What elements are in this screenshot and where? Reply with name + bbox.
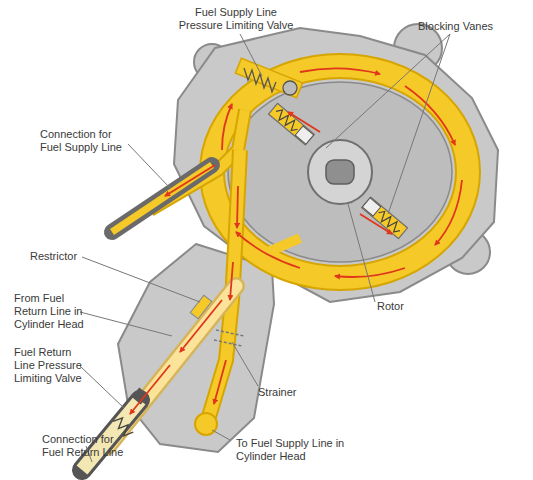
part-label: To Fuel Supply Line in Cylinder Head bbox=[236, 437, 356, 463]
supply-connection bbox=[112, 165, 212, 232]
strainer bbox=[214, 330, 244, 346]
blocking-vane bbox=[269, 103, 408, 238]
part-label: Restrictor bbox=[30, 250, 110, 263]
flow-arrow bbox=[130, 68, 462, 414]
rotor bbox=[308, 140, 372, 204]
part-label: Fuel Return Line Pressure Limiting Valve bbox=[14, 346, 92, 385]
part-label: Fuel Supply Line Pressure Limiting Valve bbox=[172, 6, 300, 32]
part-label: Blocking Vanes bbox=[418, 20, 518, 33]
part-label: Rotor bbox=[377, 300, 457, 313]
part-label: Connection for Fuel Supply Line bbox=[40, 128, 130, 154]
part-label: Connection for Fuel Return Line bbox=[42, 433, 132, 459]
fuel-chamber bbox=[212, 66, 468, 278]
pressure-limiting-valve bbox=[235, 58, 302, 98]
part-label: Strainer bbox=[258, 386, 338, 399]
pump-housing bbox=[118, 24, 498, 452]
leader-line bbox=[80, 34, 450, 462]
part-label: From Fuel Return Line in Cylinder Head bbox=[14, 292, 92, 331]
